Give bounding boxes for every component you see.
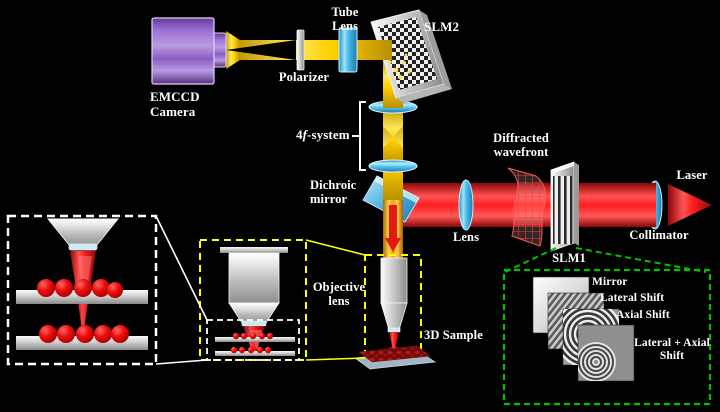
label-lens: Lens (452, 230, 480, 244)
diffracted-wavefront-mesh (507, 167, 547, 247)
hologram-tile-lateral-axial-shift (577, 324, 635, 382)
beam-direction-arrow (385, 205, 401, 252)
label-tube-lens: Tube Lens (331, 5, 359, 33)
objective-zoom-dashed-box (199, 239, 307, 361)
objective-lens-main (380, 257, 408, 333)
slm2-diffraction-spots (384, 53, 411, 81)
slm2-panel (370, 9, 452, 103)
label-4f-italic-f: f (302, 127, 308, 142)
label-slm2: SLM2 (424, 19, 460, 34)
yellow-connector-lines (305, 239, 366, 361)
objective-zoom-sample-planes (215, 332, 295, 356)
label-dichroic-mirror: Dichroic mirror (310, 178, 357, 206)
hologram-inset-box (502, 268, 712, 406)
polarizer-plate (296, 29, 305, 71)
label-hologram-lateral-shift: Lateral Shift (600, 292, 665, 304)
label-3d-sample: 3D Sample (424, 328, 483, 342)
slm1-panel (550, 161, 579, 252)
label-polarizer: Polarizer (278, 70, 330, 84)
laser-beam-cone (668, 184, 712, 226)
label-collimator: Collimator (629, 228, 689, 242)
objective-inner-dashed-box (206, 319, 300, 361)
label-emccd-camera: EMCCD Camera (150, 89, 200, 119)
sample-zoom-objective-tip (47, 218, 119, 251)
fourf-bracket (352, 101, 366, 171)
fourf-beam (383, 108, 403, 166)
relay-lens (458, 179, 474, 231)
label-hologram-lateral-axial-shift: Lateral + Axial Shift (634, 337, 710, 362)
sample-zoom-dashed-box (6, 214, 158, 366)
fourf-lens-bottom (368, 159, 418, 173)
white-connector-lines (155, 215, 208, 365)
green-connector-lines (504, 247, 707, 273)
objective-zoom-body (220, 247, 288, 327)
tube-lens (338, 27, 358, 73)
3d-sample-slide (354, 345, 436, 370)
emccd-camera-body (151, 17, 227, 85)
label-objective-lens: Objective lens (312, 280, 366, 308)
label-4f-suffix: -system (307, 127, 350, 142)
label-diffracted-wavefront: Diffracted wavefront (493, 131, 549, 159)
sample-zoom-plane-lower (16, 325, 148, 350)
focus-cone-main (389, 332, 399, 350)
sample-zoom-plane-upper (16, 279, 148, 304)
red-beam-collimator-slm1 (578, 183, 656, 227)
label-4f-prefix: 4 (296, 127, 303, 142)
label-hologram-mirror: Mirror (592, 276, 628, 288)
label-hologram-axial-shift: Axial Shift (616, 309, 670, 321)
excitation-beam-down (383, 196, 403, 268)
label-slm1: SLM1 (552, 251, 586, 265)
camera-focus-cone (226, 31, 296, 69)
label-laser: Laser (676, 168, 708, 182)
